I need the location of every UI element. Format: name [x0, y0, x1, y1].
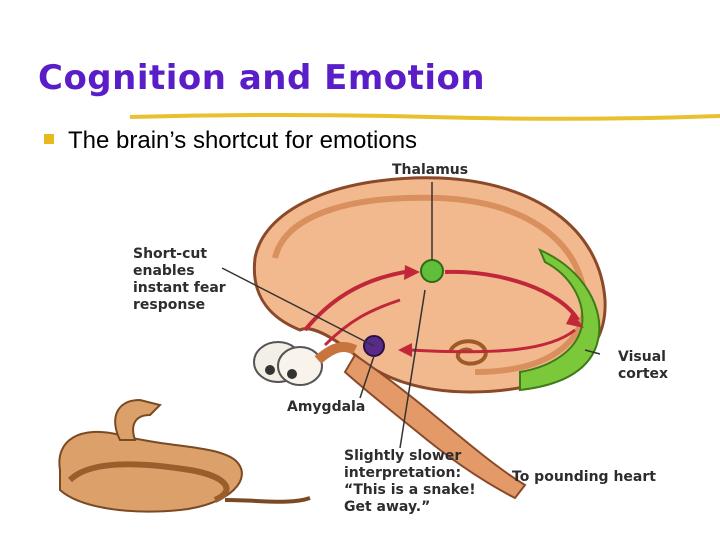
bullet-text: The brain’s shortcut for emotions — [68, 127, 418, 154]
visual-cortex-label-line: Visual — [618, 349, 666, 365]
slower-label-line: interpretation: — [344, 465, 462, 481]
shortcut-label-line: Short-cut — [133, 246, 208, 262]
title-underline — [130, 113, 720, 121]
brain-illustration — [252, 176, 607, 500]
arrowheads — [398, 265, 584, 357]
visual-cortex-label: Visual cortex — [618, 349, 668, 383]
thalamus-label: Thalamus — [392, 162, 469, 178]
slower-label-line: Get away.” — [344, 499, 431, 515]
slower-label-line: Slightly slower — [344, 448, 462, 464]
pounding-heart-label: To pounding heart — [512, 469, 656, 485]
slower-label-line: “This is a snake! — [344, 482, 476, 498]
snake-illustration — [58, 398, 311, 513]
shortcut-label-line: enables — [133, 263, 195, 279]
bullet-marker — [44, 133, 54, 144]
pathway-arrows — [303, 269, 580, 354]
slower-interpretation-label: Slightly slower interpretation: “This is… — [344, 448, 476, 516]
shortcut-label-line: response — [133, 297, 206, 313]
slide-title: Cognition and Emotion — [38, 58, 486, 98]
thalamus-node — [420, 259, 444, 283]
leader-lines — [221, 182, 601, 449]
amygdala-label: Amygdala — [287, 399, 366, 415]
shortcut-label: Short-cut enables instant fear response — [133, 246, 226, 314]
visual-cortex-label-line: cortex — [618, 366, 669, 382]
shortcut-label-line: instant fear — [133, 280, 226, 296]
bullet-item: The brain’s shortcut for emotions — [44, 127, 417, 155]
